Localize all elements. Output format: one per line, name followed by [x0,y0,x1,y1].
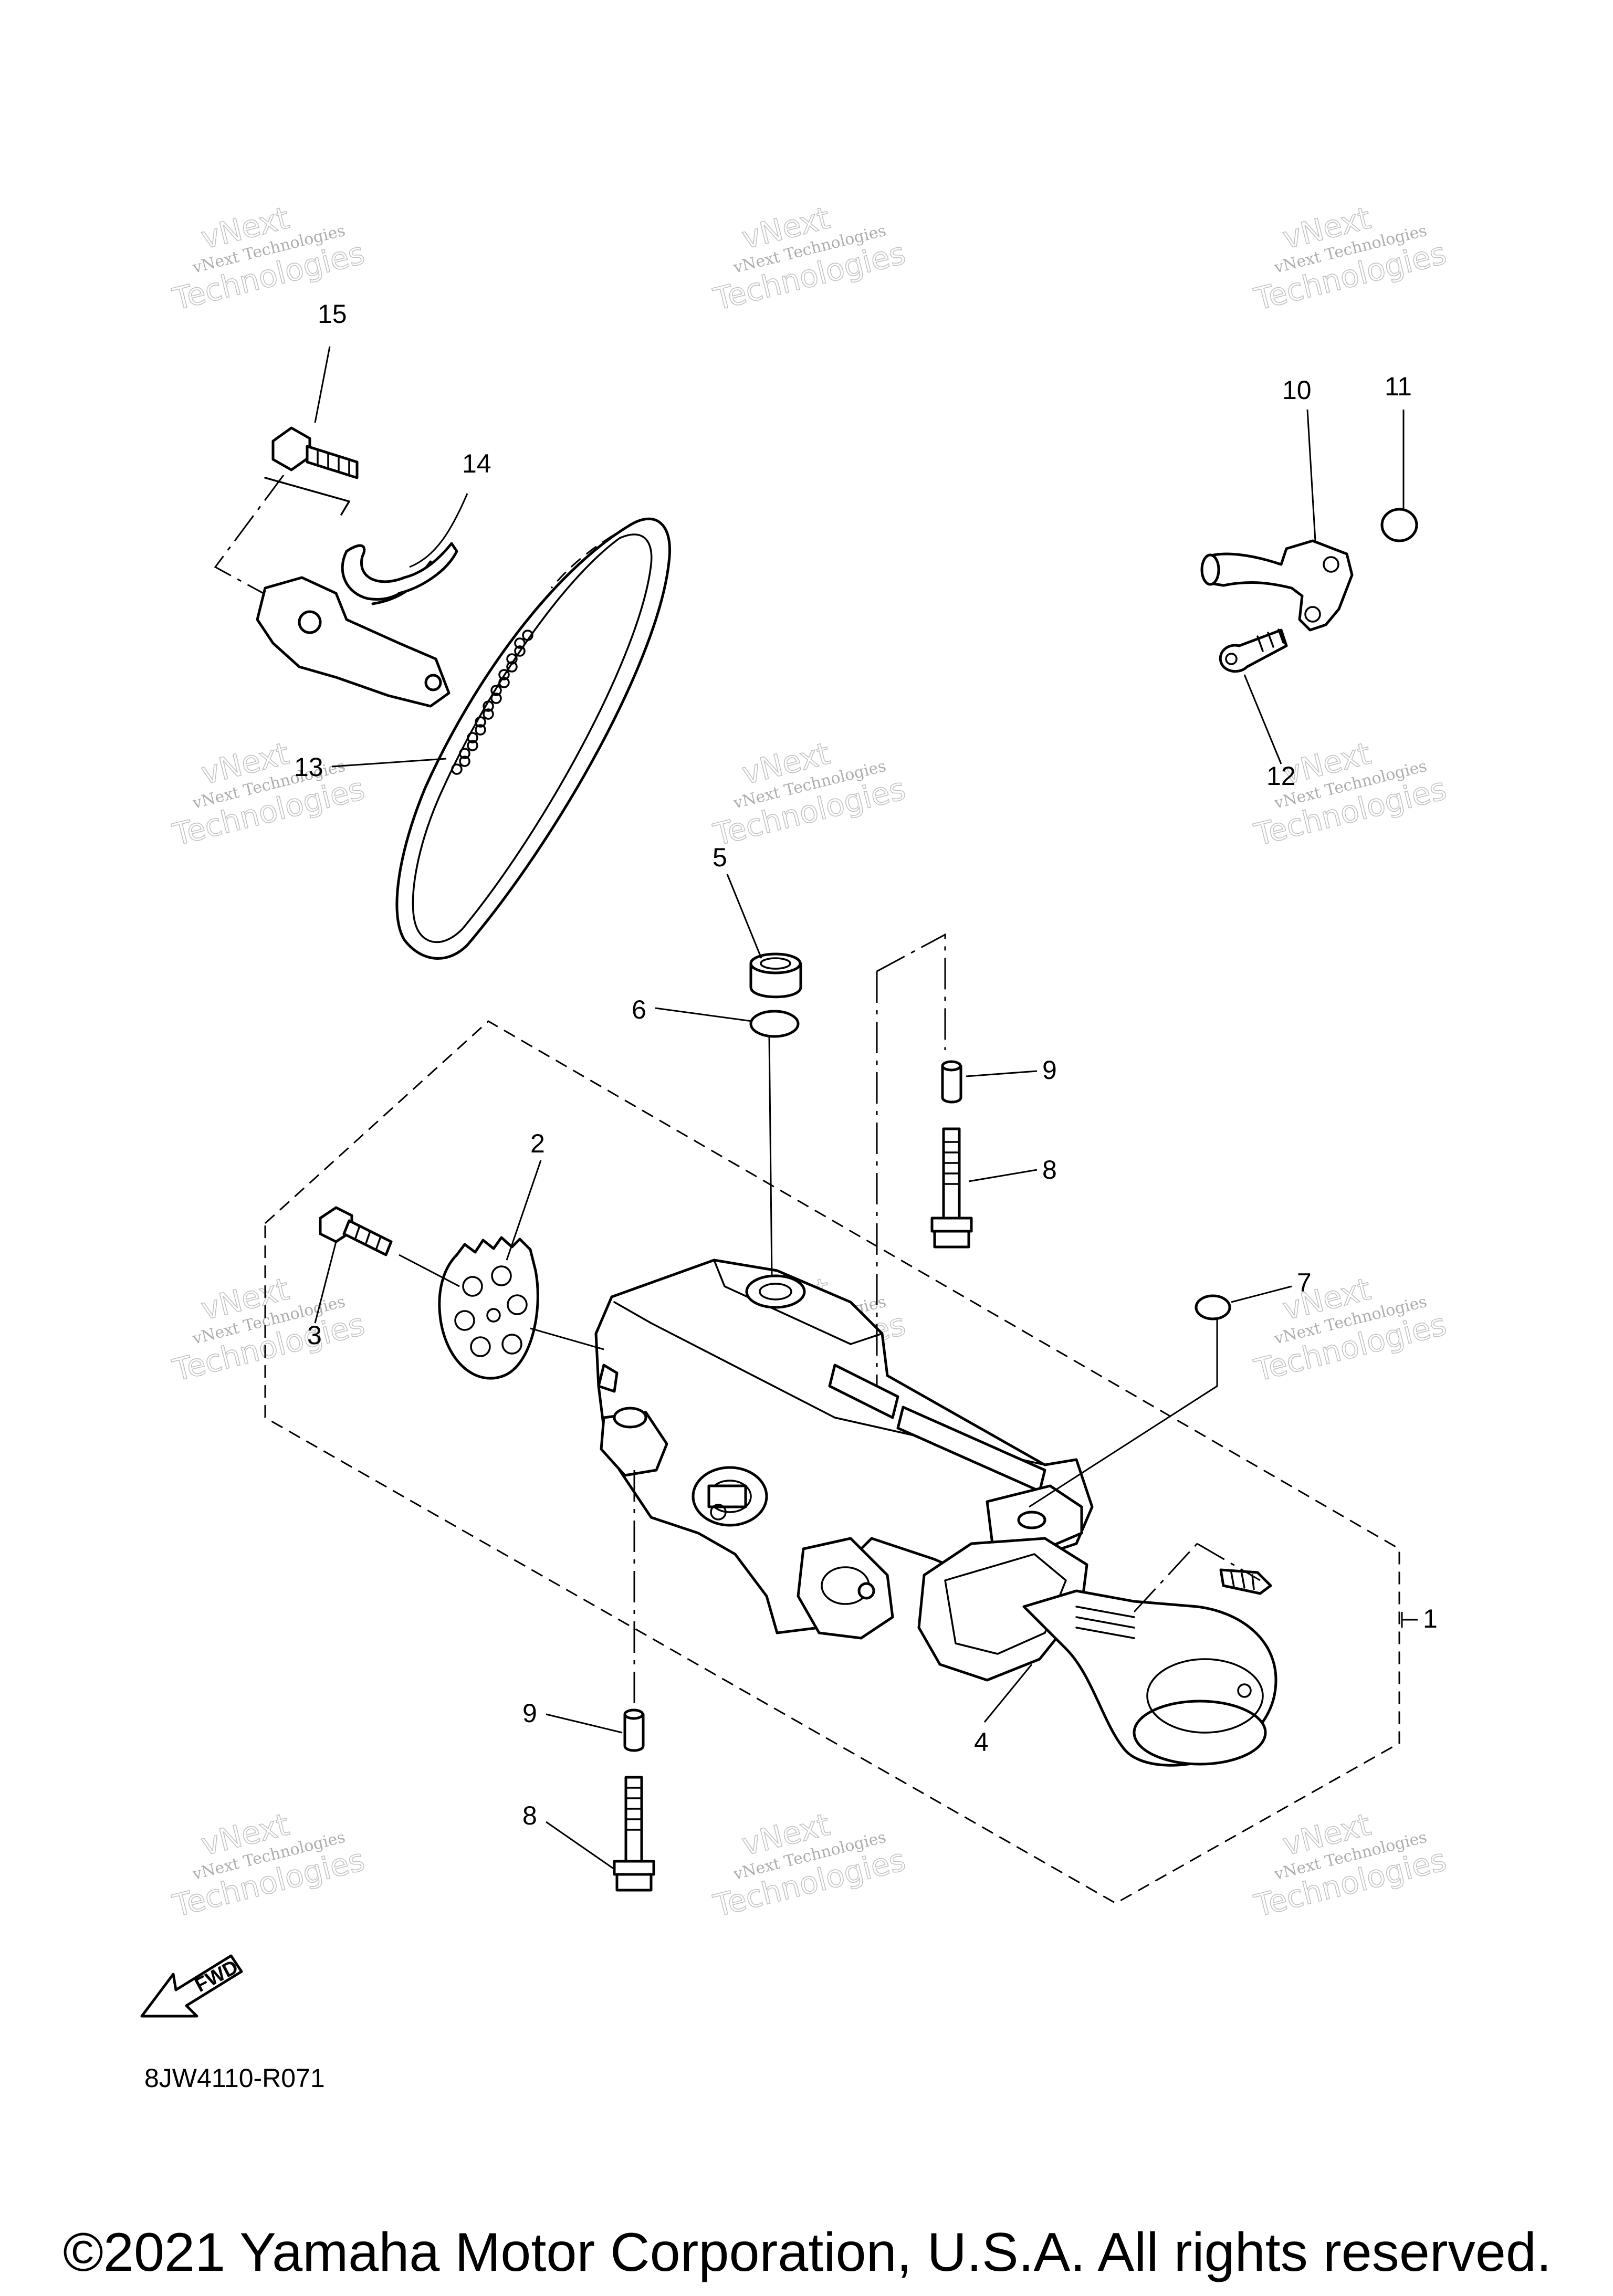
callout-9-lower: 9 [522,1699,537,1728]
callout-10: 10 [1282,375,1312,405]
callout-1: 1 [1423,1604,1438,1633]
callout-8-lower: 8 [522,1801,537,1830]
callout-4: 4 [974,1727,989,1757]
o-ring-part-7 [1195,1294,1231,1320]
callout-7: 7 [1297,1268,1312,1297]
callout-3: 3 [307,1320,322,1350]
oil-pipe-part-10 [1200,539,1354,632]
watermark-mid-left: vNext vNext Technologies Technologies [169,735,369,853]
callout-11: 11 [1385,372,1412,401]
o-ring-part-6 [749,1010,800,1038]
oil-strainer-part-4 [917,1537,1277,1767]
collar-part-5 [749,952,802,999]
watermark-bottom-center: vNext vNext Technologies Technologies [709,1806,909,1924]
dowel-pin-part-9-upper [941,1060,962,1104]
dowel-pin-part-9-lower [623,1708,645,1752]
fwd-label: FWD [192,1956,242,1997]
diagram-code: 8JW4110-R071 [144,2063,325,2093]
callout-8-upper: 8 [1042,1155,1057,1184]
watermark-mid-center: vNext vNext Technologies Technologies [709,735,909,853]
leader-lines [314,346,1418,1870]
callout-14: 14 [462,449,491,478]
watermark-top-left: vNext vNext Technologies Technologies [169,200,369,318]
watermark-bottom-left: vNext vNext Technologies Technologies [169,1806,369,1924]
bolt-part-8-upper [930,1127,973,1249]
bolt-part-8-lower [613,1776,655,1892]
bolt-part-15 [214,426,359,600]
bolt-part-3 [319,1206,393,1256]
callout-6: 6 [632,995,646,1024]
callout-13: 13 [294,752,323,782]
oil-pump-assembly-boundary [264,1020,1400,1904]
watermark-low-right: vNext vNext Technologies Technologies [1250,1271,1450,1389]
callouts: 15 14 13 10 11 12 5 6 9 8 2 3 7 1 4 9 8 [294,299,1438,1830]
cam-chain-part-13 [395,517,672,960]
watermark-low-left: vNext vNext Technologies Technologies [169,1271,369,1389]
sprocket-part-2 [438,1236,539,1380]
chain-links [451,630,533,775]
chain-guide-part-14 [256,542,458,708]
watermark-top-center: vNext vNext Technologies Technologies [709,200,909,318]
callout-9-upper: 9 [1042,1055,1057,1085]
fwd-arrow-icon: FWD [140,1954,243,2018]
watermark-top-right: vNext vNext Technologies Technologies [1250,200,1450,318]
oil-pump-body [594,1259,1094,1640]
watermark-bottom-right: vNext vNext Technologies Technologies [1250,1806,1450,1924]
callout-15: 15 [318,299,347,329]
callout-12: 12 [1266,761,1296,791]
o-ring-part-11 [1380,508,1418,542]
bolt-part-12 [1219,628,1288,673]
callout-5: 5 [713,843,727,872]
copyright-notice: ©2021 Yamaha Motor Corporation, U.S.A. A… [63,2222,1552,2283]
callout-2: 2 [530,1129,545,1158]
